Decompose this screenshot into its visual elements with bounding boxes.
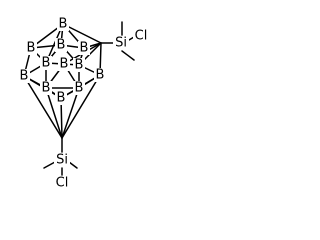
atom-label-boron: B [75,58,84,73]
atom-label-boron: B [57,91,66,106]
atom-label-boron: B [42,56,51,71]
atom-label-chlorine: Cl [56,176,69,191]
atom-label-boron: B [20,69,29,84]
atom-label-boron: B [96,68,105,83]
carborane-structure-diagram: B B B B B B B B B B B B Si Cl Si Cl [18,17,149,191]
atom-labels: B B B B B B B B B B B B Si Cl Si Cl [18,17,149,191]
bond [68,161,78,169]
atom-label-boron: B [42,81,51,96]
atom-label-boron: B [80,41,89,56]
bond [23,75,63,139]
bond [45,87,63,139]
atom-label-chlorine: Cl [135,29,148,44]
atom-label-silicon: Si [56,153,68,168]
atom-label-boron: B [75,81,84,96]
bond [61,74,101,139]
atom-label-boron: B [57,38,66,53]
atom-label-boron: B [60,57,69,72]
bond [121,50,135,61]
atom-label-boron: B [27,41,36,56]
bond [43,161,56,169]
bond [62,23,102,44]
atom-label-silicon: Si [115,36,127,51]
bond [61,87,80,139]
atom-label-boron: B [59,17,68,32]
